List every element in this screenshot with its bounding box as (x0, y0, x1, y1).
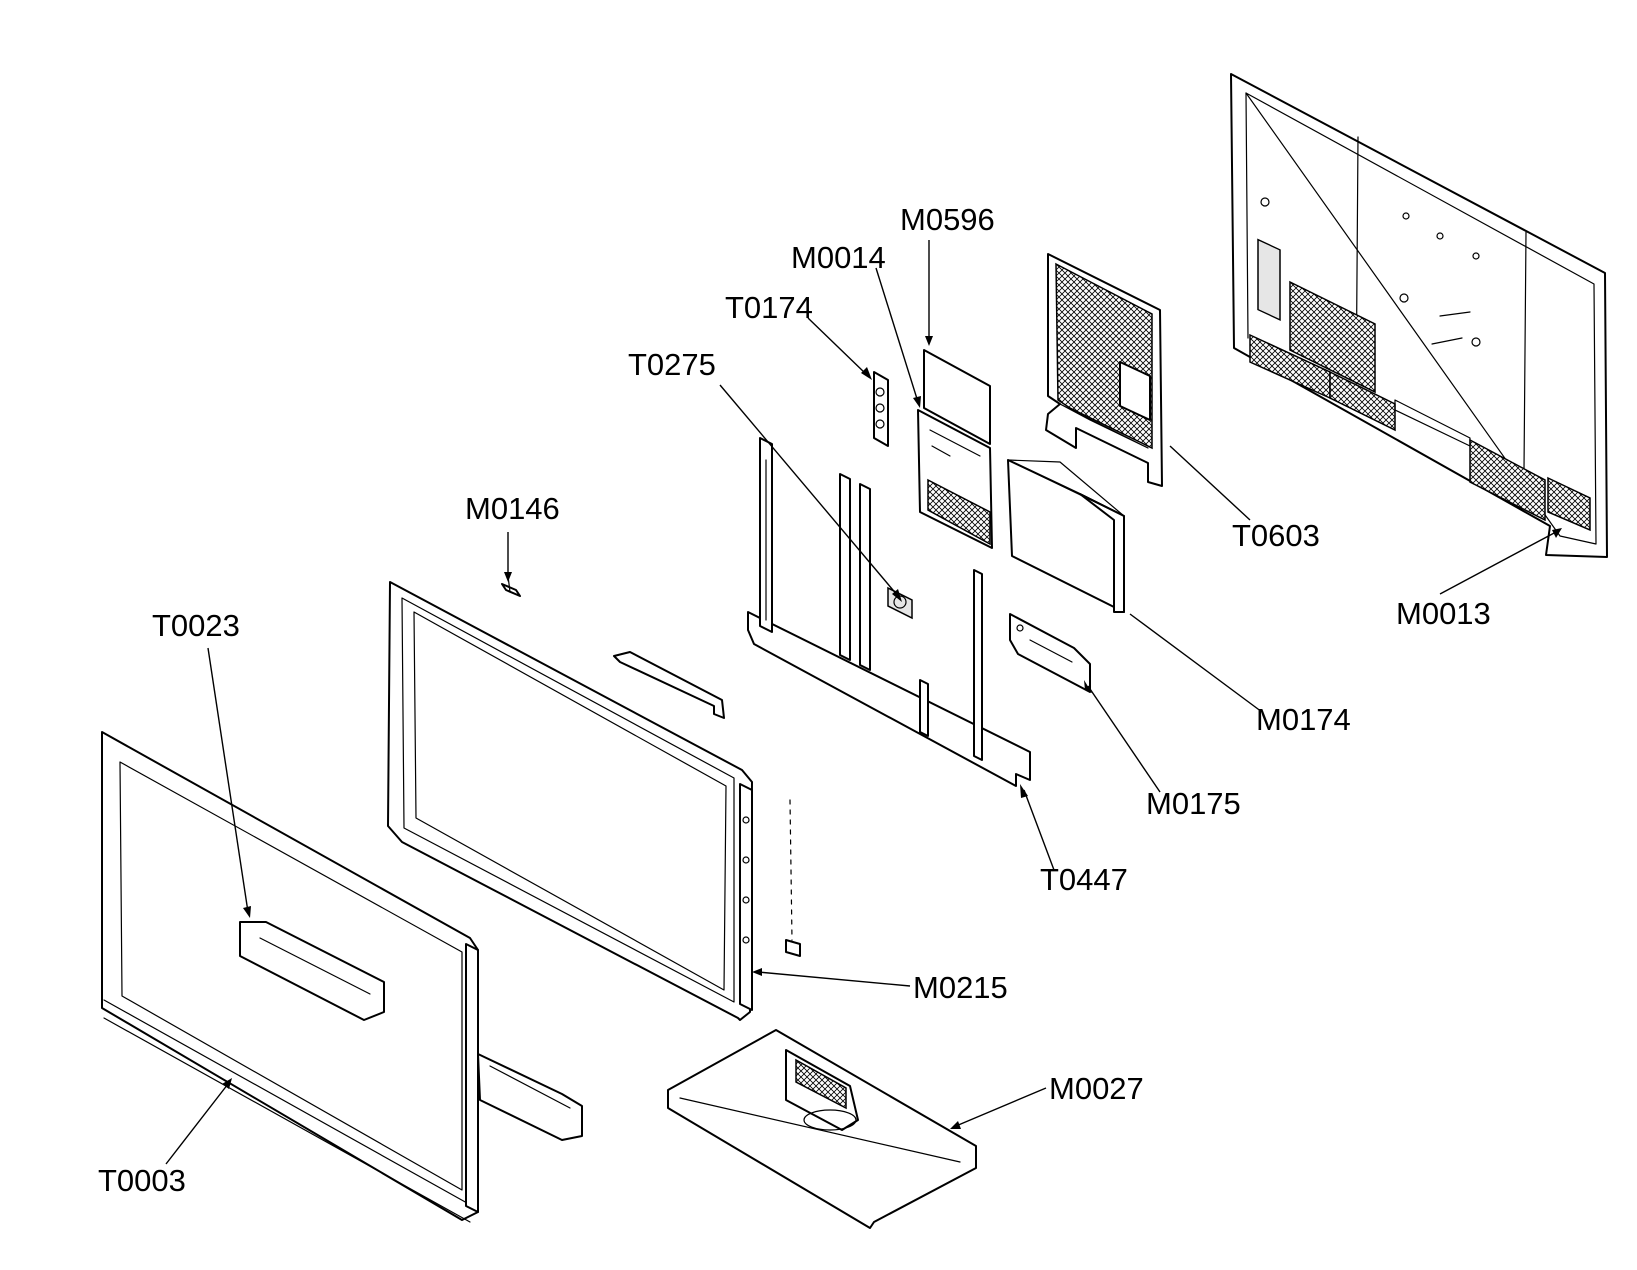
label-m0596: M0596 (900, 202, 995, 237)
small-bracket-part (873, 371, 889, 447)
label-m0146: M0146 (465, 491, 560, 526)
label-m0014: M0014 (791, 240, 886, 275)
speaker-part (239, 921, 583, 1141)
side-screw-part (785, 799, 801, 957)
label-m0175: M0175 (1146, 786, 1241, 821)
rear-cabinet-part (1230, 73, 1608, 558)
label-t0003: T0003 (98, 1163, 186, 1198)
label-m0027: M0027 (1049, 1071, 1144, 1106)
label-t0447: T0447 (1040, 862, 1128, 897)
label-t0603: T0603 (1232, 518, 1320, 553)
label-t0174: T0174 (725, 290, 813, 325)
small-board-part (1009, 613, 1091, 693)
circuit-boards-part (917, 349, 993, 549)
stand-bracket-part (747, 437, 1031, 787)
label-m0215: M0215 (913, 970, 1008, 1005)
stand-part (667, 1029, 977, 1229)
panel-bracket-part (613, 651, 725, 719)
main-shield-part (1045, 253, 1163, 487)
leader-lines (165, 240, 1562, 1165)
label-m0013: M0013 (1396, 596, 1491, 631)
label-t0023: T0023 (152, 608, 240, 643)
panel-frame-part (387, 581, 753, 1021)
label-m0174: M0174 (1256, 702, 1351, 737)
label-t0275: T0275 (628, 347, 716, 382)
power-supply-part (1007, 459, 1125, 613)
screw-part (501, 575, 521, 597)
